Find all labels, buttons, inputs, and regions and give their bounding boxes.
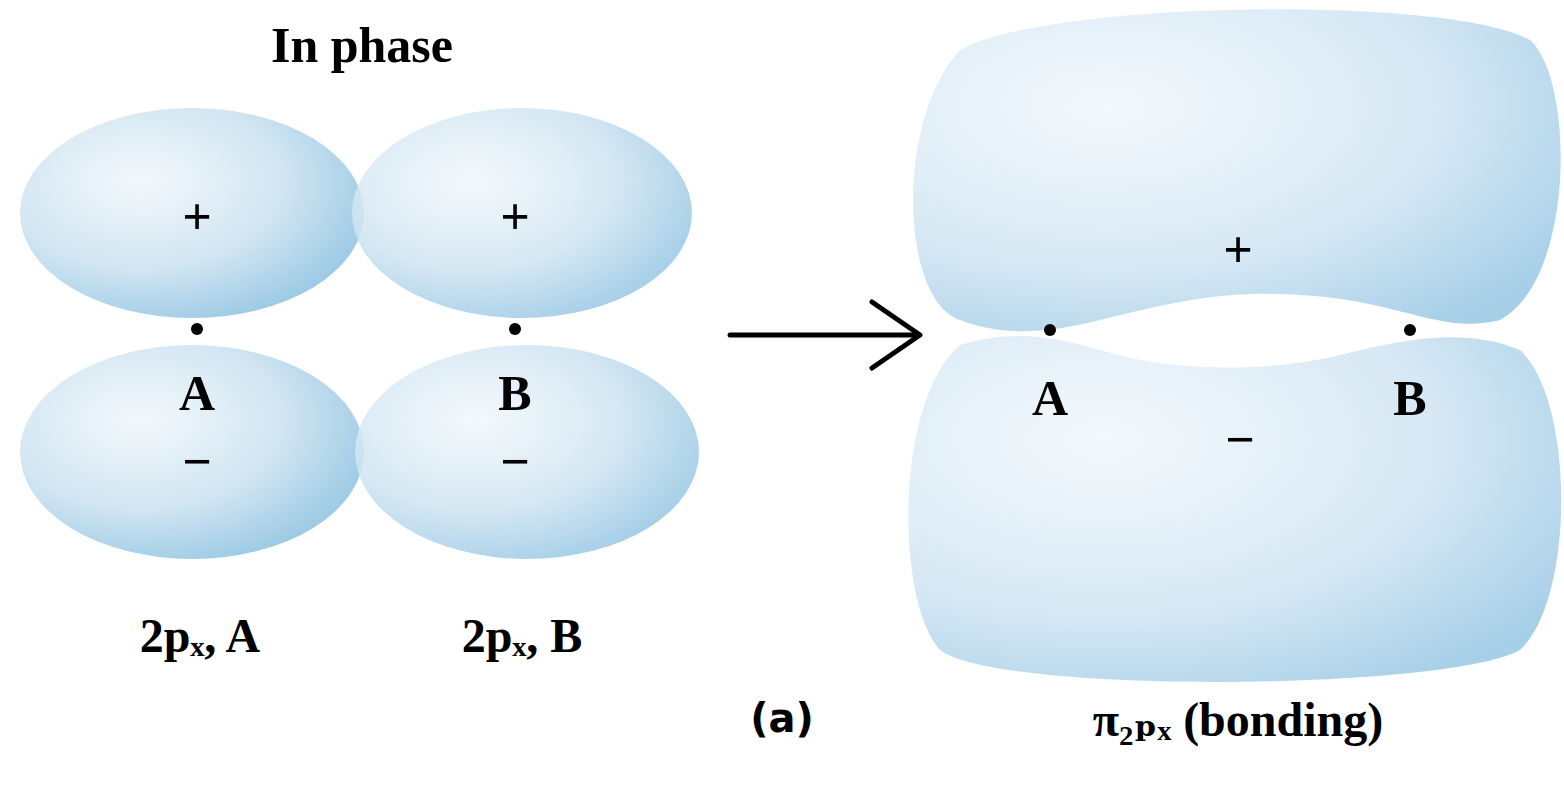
- reaction-arrow: [730, 302, 920, 368]
- nucleus-dot: [509, 323, 521, 335]
- orbital-label: +: [182, 191, 212, 243]
- arrow-shaft: [730, 333, 918, 338]
- p-lobe: [20, 108, 364, 318]
- orbital-label: −: [500, 436, 530, 488]
- p-lobe: [352, 108, 692, 318]
- orbital-label: In phase: [271, 20, 453, 70]
- orbital-label: π₂ₚₓ (bonding): [1093, 696, 1383, 744]
- pi-molecular-orbital: [908, 9, 1561, 682]
- pi-lobe-upper: [913, 9, 1561, 331]
- orbital-label: −: [182, 436, 212, 488]
- nucleus-dots: [191, 323, 1416, 336]
- orbital-label: −: [1225, 414, 1255, 466]
- p-lobe: [355, 345, 699, 559]
- orbital-label: +: [500, 191, 530, 243]
- pi-lobe-lower: [908, 336, 1561, 682]
- arrow-head: [872, 302, 920, 368]
- orbital-label: B: [498, 368, 531, 418]
- orbital-label: +: [1223, 224, 1253, 276]
- orbital-label: A: [179, 368, 215, 418]
- nucleus-dot: [1044, 324, 1056, 336]
- nucleus-dot: [191, 323, 203, 335]
- orbital-label: 2pₓ, B: [462, 612, 582, 660]
- orbital-label: 2pₓ, A: [140, 612, 260, 660]
- figure-part-label: (a): [750, 698, 814, 738]
- atomic-p-orbitals: [20, 108, 699, 559]
- orbital-label: A: [1032, 373, 1068, 423]
- nucleus-dot: [1404, 324, 1416, 336]
- p-lobe: [20, 345, 364, 559]
- orbital-label: B: [1393, 373, 1426, 423]
